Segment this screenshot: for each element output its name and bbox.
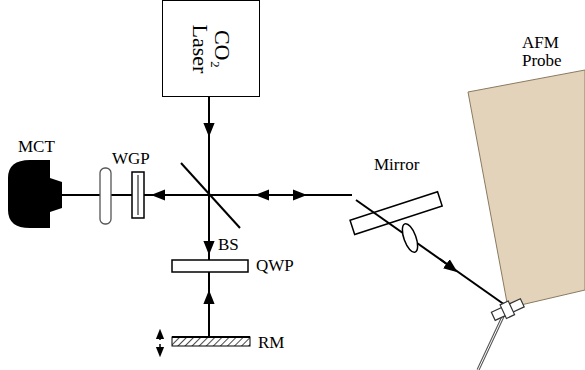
beam-splitter <box>181 163 240 228</box>
afm-probe-body <box>468 70 585 308</box>
quarter-wave-plate <box>172 260 248 272</box>
part-label: AFM Probe <box>522 34 574 70</box>
laser-label: CO₂ Laser <box>189 18 233 80</box>
reference-mirror <box>172 337 250 346</box>
laser-box: CO₂ Laser <box>162 0 260 97</box>
part-label: MCT <box>18 138 55 156</box>
part-label: RM <box>258 334 284 352</box>
translation-arrow <box>159 334 161 340</box>
probe-shaft <box>478 310 506 370</box>
focusing-lens <box>399 222 421 254</box>
mct-detector <box>8 160 62 228</box>
cantilever <box>491 299 524 321</box>
part-label: WGP <box>112 150 150 168</box>
part-label: QWP <box>256 257 294 275</box>
part-label: Mirror <box>374 156 419 174</box>
wire-grid-polarizer <box>132 172 144 218</box>
part-label: BS <box>218 236 239 254</box>
filter-window <box>100 168 111 224</box>
